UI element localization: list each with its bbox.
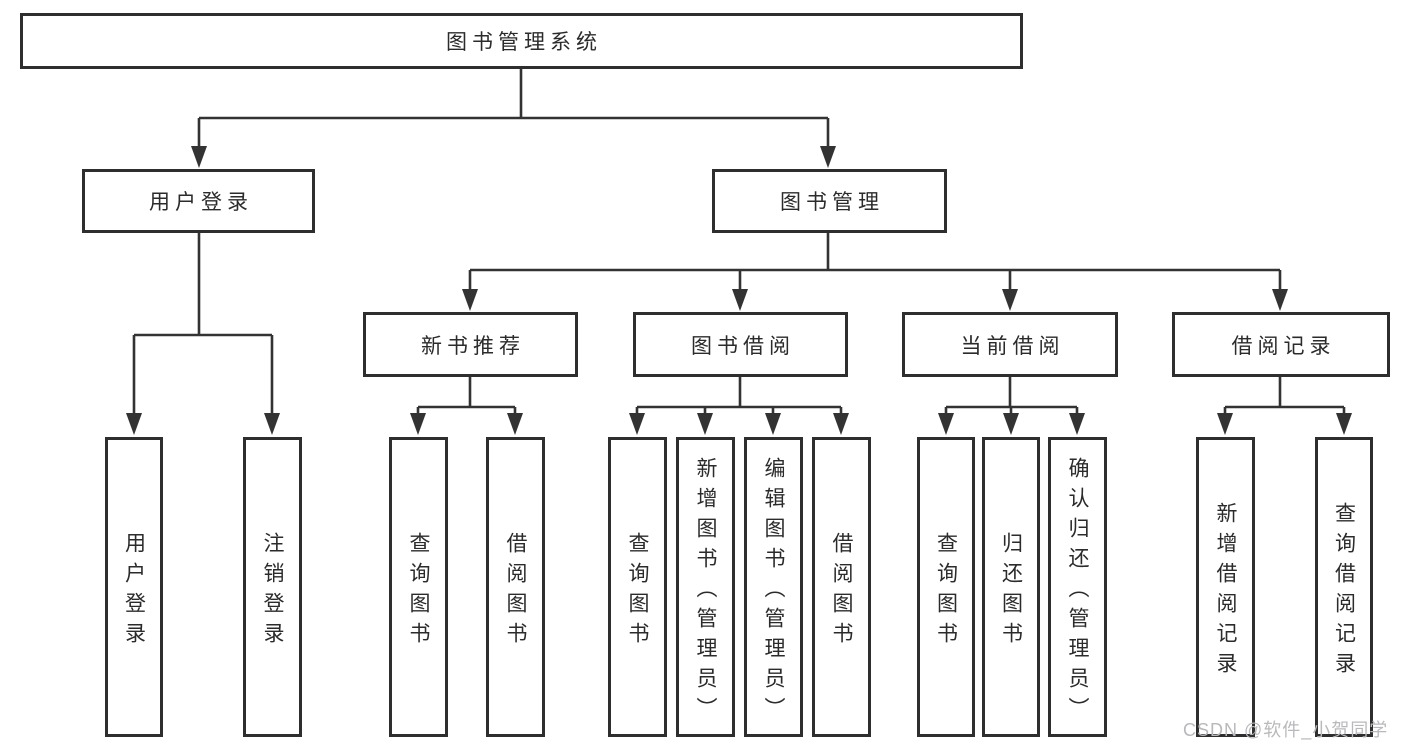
- node-label: 图书管理: [780, 191, 884, 214]
- leaf-user-login: 用户登录: [105, 437, 163, 737]
- node-label: 新书推荐: [421, 334, 525, 358]
- node-label: 查询图书: [934, 531, 958, 652]
- node-label: 当前借阅: [960, 334, 1065, 358]
- node-label: 借阅图书: [504, 531, 527, 652]
- node-label: 借阅图书: [830, 531, 853, 652]
- leaf-edit-book-admin: 编辑图书（管理员）: [744, 437, 803, 737]
- node-label: 注销登录: [261, 531, 284, 652]
- node-current-borrowing: 当前借阅: [902, 312, 1118, 377]
- leaf-logout: 注销登录: [243, 437, 302, 737]
- node-label: 查询借阅记录: [1332, 501, 1356, 682]
- node-book-management: 图书管理: [712, 169, 947, 233]
- csdn-watermark: CSDN @软件_小贺同学: [1183, 720, 1389, 740]
- node-label: 编辑图书（管理员）: [762, 456, 785, 727]
- leaf-query-borrow-record: 查询借阅记录: [1315, 437, 1373, 737]
- node-label: 图书借阅: [691, 334, 795, 358]
- node-borrowing-records: 借阅记录: [1172, 312, 1390, 377]
- node-label: 用户登录: [149, 191, 253, 214]
- leaf-query-book: 查询图书: [389, 437, 448, 737]
- node-new-book-recommend: 新书推荐: [363, 312, 578, 377]
- node-label: 查询图书: [407, 531, 430, 652]
- node-label: 确认归还（管理员）: [1066, 456, 1089, 727]
- leaf-add-book-admin: 新增图书（管理员）: [676, 437, 735, 737]
- leaf-borrow-book: 借阅图书: [812, 437, 871, 737]
- node-label: 借阅记录: [1231, 334, 1336, 358]
- node-book-borrowing: 图书借阅: [633, 312, 848, 377]
- node-label: 用户登录: [122, 531, 146, 652]
- node-library-system: 图书管理系统: [20, 13, 1023, 69]
- node-label: 归还图书: [999, 531, 1023, 652]
- leaf-confirm-return-admin: 确认归还（管理员）: [1048, 437, 1107, 737]
- node-label: 新增图书（管理员）: [694, 456, 717, 727]
- node-label: 新增借阅记录: [1214, 501, 1237, 682]
- node-label: 查询图书: [626, 531, 649, 652]
- leaf-query-book: 查询图书: [608, 437, 667, 737]
- leaf-borrow-book: 借阅图书: [486, 437, 545, 737]
- node-user-login: 用户登录: [82, 169, 315, 233]
- leaf-query-book: 查询图书: [917, 437, 975, 737]
- leaf-add-borrow-record: 新增借阅记录: [1196, 437, 1255, 737]
- leaf-return-book: 归还图书: [982, 437, 1040, 737]
- node-label: 图书管理系统: [446, 31, 602, 54]
